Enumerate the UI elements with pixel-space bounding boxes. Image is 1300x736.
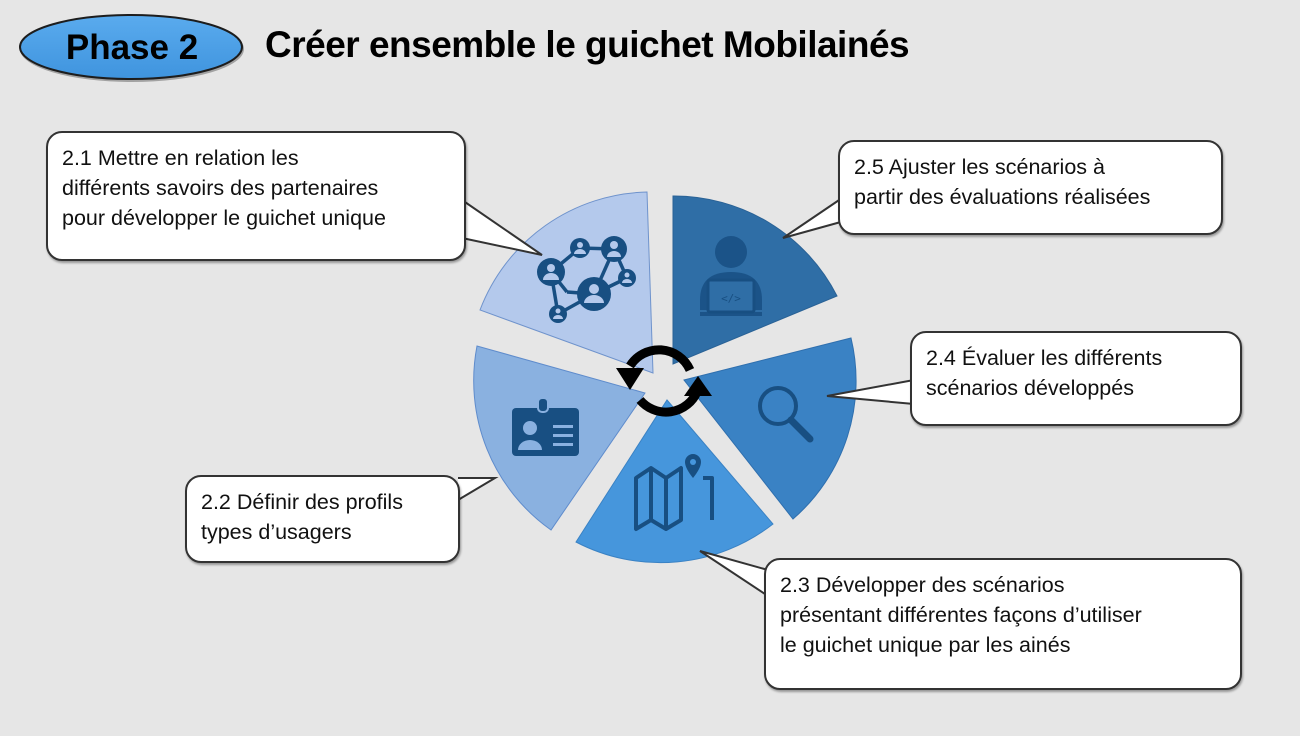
bubble-line: scénarios développés	[926, 376, 1134, 400]
magnifier-icon	[758, 386, 814, 443]
phase-pill-shape	[19, 14, 244, 82]
bubble-tails	[457, 193, 915, 597]
bubble-line: présentant différentes façons d’utiliser	[780, 603, 1142, 627]
developer-laptop-icon: </>	[700, 236, 762, 316]
bubble-line: 2.5 Ajuster les scénarios à	[854, 155, 1105, 179]
sector-2-3	[575, 399, 774, 564]
bubble-line: différents savoirs des partenaires	[62, 176, 379, 200]
bubble-line: types d’usagers	[201, 520, 352, 544]
bubble-line: 2.1 Mettre en relation les	[62, 146, 299, 170]
step-bubble-2-2: 2.2 Définir des profils types d’usagers	[185, 475, 460, 563]
refresh-cycle-icon	[616, 345, 712, 417]
phase-badge: Phase 2	[18, 12, 246, 84]
svg-text:</>: </>	[721, 292, 741, 305]
bubble-line: le guichet unique par les ainés	[780, 633, 1071, 657]
bubble-line: 2.3 Développer des scénarios	[780, 573, 1065, 597]
step-bubble-2-1: 2.1 Mettre en relation les différents sa…	[46, 131, 466, 261]
phase-label: Phase 2	[65, 28, 199, 67]
bubble-line: pour développer le guichet unique	[62, 206, 386, 230]
bubble-line: 2.4 Évaluer les différents	[926, 346, 1163, 370]
bubble-line: partir des évaluations réalisées	[854, 185, 1151, 209]
people-network-icon	[537, 236, 636, 323]
step-bubble-2-5: 2.5 Ajuster les scénarios à partir des é…	[838, 140, 1223, 235]
sector-2-4	[683, 337, 857, 520]
id-badge-icon	[512, 397, 579, 456]
step-bubble-2-4: 2.4 Évaluer les différents scénarios dév…	[910, 331, 1242, 426]
step-bubble-2-3: 2.3 Développer des scénarios présentant …	[764, 558, 1242, 690]
bubble-line: 2.2 Définir des profils	[201, 490, 403, 514]
page-title: Créer ensemble le guichet Mobilainés	[265, 24, 910, 65]
map-pin-icon	[634, 454, 714, 531]
